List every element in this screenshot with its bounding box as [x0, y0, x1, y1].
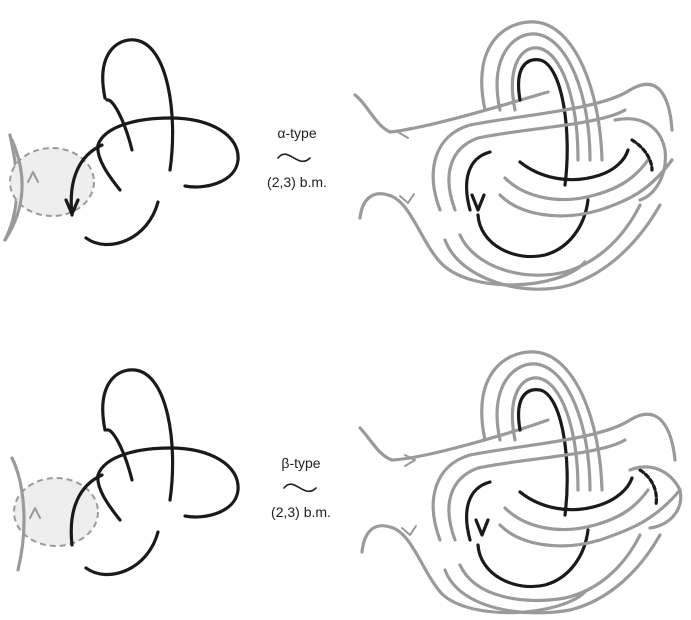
alpha-strand-inside — [3, 138, 24, 242]
alpha-knot-right-inner — [518, 148, 630, 182]
alpha-right-arrow-in — [399, 193, 415, 204]
alpha-arrow-down — [64, 198, 80, 216]
alpha-knot-right — [96, 116, 240, 192]
alpha-knot-left — [69, 143, 104, 217]
beta-band-2 — [495, 362, 592, 492]
alpha-band-2 — [495, 32, 592, 162]
beta-right-arrow-down — [474, 518, 490, 537]
alpha-move-label: (2,3) b.m. — [267, 174, 327, 190]
alpha-ball — [9, 147, 95, 217]
alpha-strand-bottom-entry — [358, 192, 587, 287]
alpha-band-1 — [480, 20, 604, 162]
beta-left-strand — [10, 456, 26, 572]
beta-knot-lower-right — [476, 528, 590, 589]
beta-knot-dashed — [638, 468, 658, 507]
beta-arrow-up — [29, 507, 41, 519]
beta-band-8 — [498, 488, 682, 548]
alpha-left-knot — [3, 38, 240, 247]
alpha-knot-middle — [105, 98, 134, 152]
beta-band-9 — [503, 488, 650, 532]
beta-right-knot — [358, 350, 683, 615]
alpha-band-5 — [447, 108, 627, 212]
beta-type-label: β-type — [281, 455, 321, 471]
alpha-arrow-up — [27, 171, 39, 183]
alpha-knot-left-right — [465, 150, 492, 212]
beta-band-10 — [628, 465, 683, 530]
beta-strand-top-entry — [358, 418, 550, 462]
alpha-band-7 — [458, 203, 642, 277]
alpha-type-label: α-type — [277, 125, 317, 141]
alpha-right-arrow-down — [470, 193, 486, 212]
alpha-knot-loop — [101, 38, 175, 172]
beta-right-arrow-in — [401, 525, 417, 536]
alpha-band-10 — [613, 117, 668, 202]
beta-band-5 — [447, 438, 627, 542]
beta-ball — [13, 477, 99, 547]
beta-knot-lower — [84, 530, 160, 577]
beta-knot-right — [96, 446, 240, 522]
beta-band-3 — [510, 376, 580, 492]
beta-band-4 — [431, 412, 677, 542]
beta-knot-right-inner — [518, 476, 634, 512]
alpha-band-4 — [431, 82, 674, 212]
alpha-band-8 — [498, 158, 674, 218]
alpha-right-knot — [353, 20, 674, 291]
beta-band-7 — [458, 533, 642, 603]
beta-knot-loop — [101, 368, 175, 502]
alpha-knot-lower-right — [476, 198, 590, 259]
alpha-right-arrow-left — [397, 127, 411, 139]
beta-left-knot — [10, 368, 240, 577]
beta-band-6 — [443, 533, 662, 615]
beta-move-label: (2,3) b.m. — [271, 504, 331, 520]
alpha-knot-dashed — [630, 138, 654, 172]
alpha-band-3 — [510, 46, 580, 162]
beta-knot-middle — [105, 428, 134, 482]
beta-knot-loop-right — [517, 388, 569, 517]
alpha-band-9 — [503, 158, 650, 202]
alpha-band-6 — [443, 203, 662, 291]
beta-knot-left-right — [465, 480, 492, 542]
beta-strand-bottom-entry — [360, 524, 587, 615]
beta-tilde-icon — [283, 483, 317, 493]
alpha-knot-lower — [84, 200, 160, 247]
beta-right-arrow-right — [404, 454, 416, 467]
beta-knot-left — [69, 473, 104, 547]
alpha-tilde-icon — [277, 153, 311, 163]
alpha-knot-loop-right — [517, 58, 569, 187]
